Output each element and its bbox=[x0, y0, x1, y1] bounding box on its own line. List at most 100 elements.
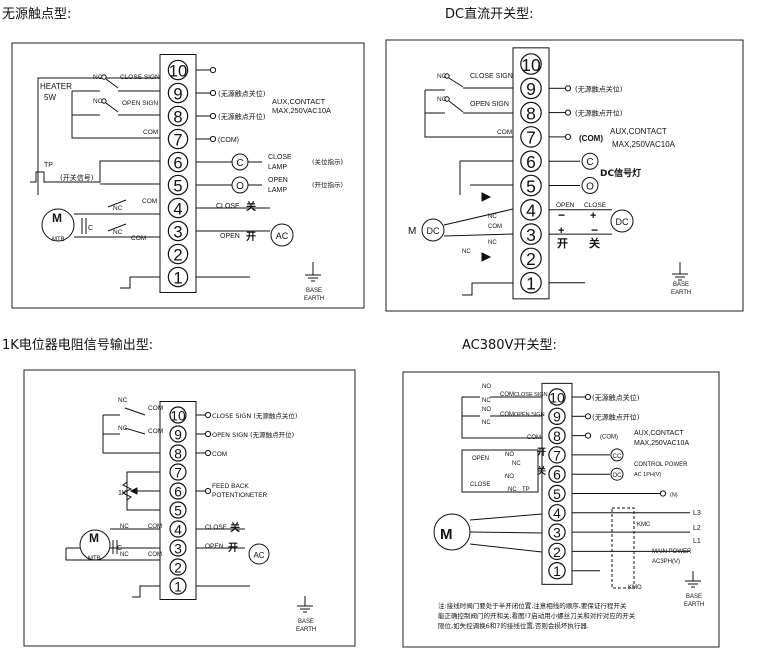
p1-close-sign-label: CLOSE SIGN bbox=[120, 74, 160, 81]
p2-t8-lead-end bbox=[564, 109, 572, 116]
p2-sw1 bbox=[448, 77, 464, 88]
p4-nc-1: NC bbox=[482, 398, 491, 404]
p1-tp-symbol bbox=[30, 171, 50, 183]
p4-open-sign: OPEN SIGN bbox=[514, 412, 545, 418]
p3-terminal-label-2: 2 bbox=[174, 560, 182, 575]
p2-earth: EARTH bbox=[671, 290, 691, 296]
p3-feed1: FEED BACK bbox=[212, 483, 250, 490]
p1-ac-source bbox=[270, 223, 294, 247]
p4-l1: L1 bbox=[693, 538, 701, 545]
p4-kmo: KMO bbox=[628, 585, 642, 591]
p1-sw1-blade bbox=[105, 78, 119, 89]
p2-terminal-label-4: 4 bbox=[526, 201, 536, 221]
p3-terminal-1 bbox=[169, 577, 187, 595]
p3-open-sign: OPEN SIGN (无源触点开位) bbox=[212, 430, 294, 439]
p1-nc-4: NC bbox=[113, 229, 123, 236]
p4-no-3: NO bbox=[505, 452, 514, 458]
p2-sw1-a bbox=[444, 73, 450, 79]
p1-lamp-c-label: C bbox=[236, 158, 243, 169]
p3-sw1 bbox=[124, 407, 146, 416]
p1-t6-wire bbox=[50, 160, 160, 183]
p2-terminal-label-5: 5 bbox=[526, 176, 536, 196]
p3-terminal-9 bbox=[169, 425, 187, 443]
p3-terminal-6 bbox=[169, 482, 187, 500]
p4-terminal-label-3: 3 bbox=[553, 525, 561, 541]
p1-terminal-label-7: 7 bbox=[173, 130, 182, 149]
p3-nc-2: NC bbox=[118, 425, 128, 432]
p3-nc-4: NC bbox=[120, 552, 129, 558]
p4-cc-label: CC bbox=[613, 454, 622, 460]
p4-terminal-label-2: 2 bbox=[553, 544, 561, 560]
p3-cap: C bbox=[117, 545, 122, 552]
p1-com-label: COM bbox=[143, 129, 158, 136]
p1-terminal-label-4: 4 bbox=[173, 199, 182, 218]
p4-terminal-1 bbox=[548, 561, 566, 580]
p1-open-sign-note: (无源触点开位) bbox=[218, 112, 266, 121]
p4-terminal-label-10: 10 bbox=[549, 389, 565, 405]
p4-t9-lead-end bbox=[584, 413, 592, 420]
p2-terminal-6 bbox=[520, 150, 542, 173]
p1-terminal-label-3: 3 bbox=[173, 222, 182, 241]
p3-close: CLOSE bbox=[205, 524, 228, 531]
title-pot: 1K电位器电阻信号输出型: bbox=[2, 338, 154, 353]
p1-aux-label: AUX,CONTACT bbox=[272, 97, 326, 106]
p2-terminal-4 bbox=[520, 198, 542, 221]
p1-close-ind: (关位指示) bbox=[312, 157, 343, 166]
p4-terminal-label-1: 1 bbox=[553, 563, 561, 579]
p4-terminal-3 bbox=[548, 523, 566, 541]
p4-terminal-label-5: 5 bbox=[553, 486, 561, 502]
p3-t6-lead-end bbox=[204, 487, 212, 495]
p2-nc-1: NC bbox=[437, 73, 447, 80]
p3-1k: 1K bbox=[118, 490, 127, 497]
p1-lamp1: LAMP bbox=[268, 164, 287, 171]
p2-plus-2: + bbox=[558, 225, 564, 237]
p4-terminal-7 bbox=[548, 446, 566, 464]
p4-terminal-label-6: 6 bbox=[553, 467, 561, 483]
p3-guan: 关 bbox=[230, 521, 240, 534]
p1-terminal-label-6: 6 bbox=[173, 153, 182, 172]
panel-frame-ac380 bbox=[402, 371, 720, 648]
p3-terminal-label-7: 7 bbox=[174, 465, 182, 480]
p4-t5-lead-end bbox=[659, 490, 667, 497]
p2-close-note: (无源触点关位) bbox=[575, 84, 623, 93]
p4-close-sign: CLOSE SIGN bbox=[514, 392, 548, 398]
p2-terminal-3 bbox=[520, 223, 542, 245]
p2-com-note: (COM) bbox=[579, 134, 603, 143]
p4-com-1: COM bbox=[500, 392, 514, 398]
p2-com: COM bbox=[497, 129, 512, 136]
p1-t8-lead-end bbox=[209, 112, 217, 120]
p4-kmc: KMC bbox=[637, 522, 651, 528]
p4-terminal-10 bbox=[548, 388, 566, 406]
p4-ac1ph: AC 1PH(V) bbox=[634, 472, 661, 478]
p4-terminal-5 bbox=[548, 484, 566, 503]
p4-guan: 关 bbox=[537, 465, 546, 477]
p3-terminal-label-10: 10 bbox=[170, 408, 186, 423]
p2-close: CLOSE bbox=[584, 202, 607, 209]
p3-motor-w1 bbox=[65, 548, 160, 561]
p2-nc-4: NC bbox=[488, 240, 497, 246]
p2-terminal-7 bbox=[520, 126, 542, 148]
panel-frame-passive bbox=[11, 42, 365, 309]
p4-cc bbox=[610, 448, 624, 462]
p1-close-sign-note: (无源触点关位) bbox=[218, 89, 266, 98]
p4-note2: 能正确控制阀门的开和关,看图!7启动用小螺丝刀关和对拧对应的开关 bbox=[438, 611, 636, 620]
p1-t9-lead-end bbox=[209, 89, 217, 97]
p4-terminal-label-8: 8 bbox=[553, 428, 561, 444]
p2-close-sign: CLOSE SIGN bbox=[470, 73, 513, 80]
p2-terminal-label-2: 2 bbox=[526, 249, 536, 269]
p1-terminal-2 bbox=[167, 243, 189, 265]
p1-com-note: (COM) bbox=[218, 137, 239, 144]
p1-terminal-label-1: 1 bbox=[173, 268, 182, 287]
p1-com-3: COM bbox=[142, 198, 157, 205]
p2-minus-1: − bbox=[558, 208, 565, 222]
p4-aux: AUX,CONTACT bbox=[634, 430, 684, 437]
p3-nc-1: NC bbox=[118, 397, 128, 404]
p2-terminal-label-9: 9 bbox=[526, 79, 536, 99]
p1-open-ind: (开位指示) bbox=[312, 180, 343, 189]
p3-terminal-3 bbox=[169, 539, 187, 557]
p1-ground-left bbox=[120, 277, 131, 289]
p1-t10-lead-end bbox=[209, 66, 217, 74]
p2-terminal-9 bbox=[520, 77, 542, 100]
p1-tp-label: TP bbox=[44, 162, 53, 169]
p1-switch-signal: (开关信号) bbox=[60, 173, 94, 182]
